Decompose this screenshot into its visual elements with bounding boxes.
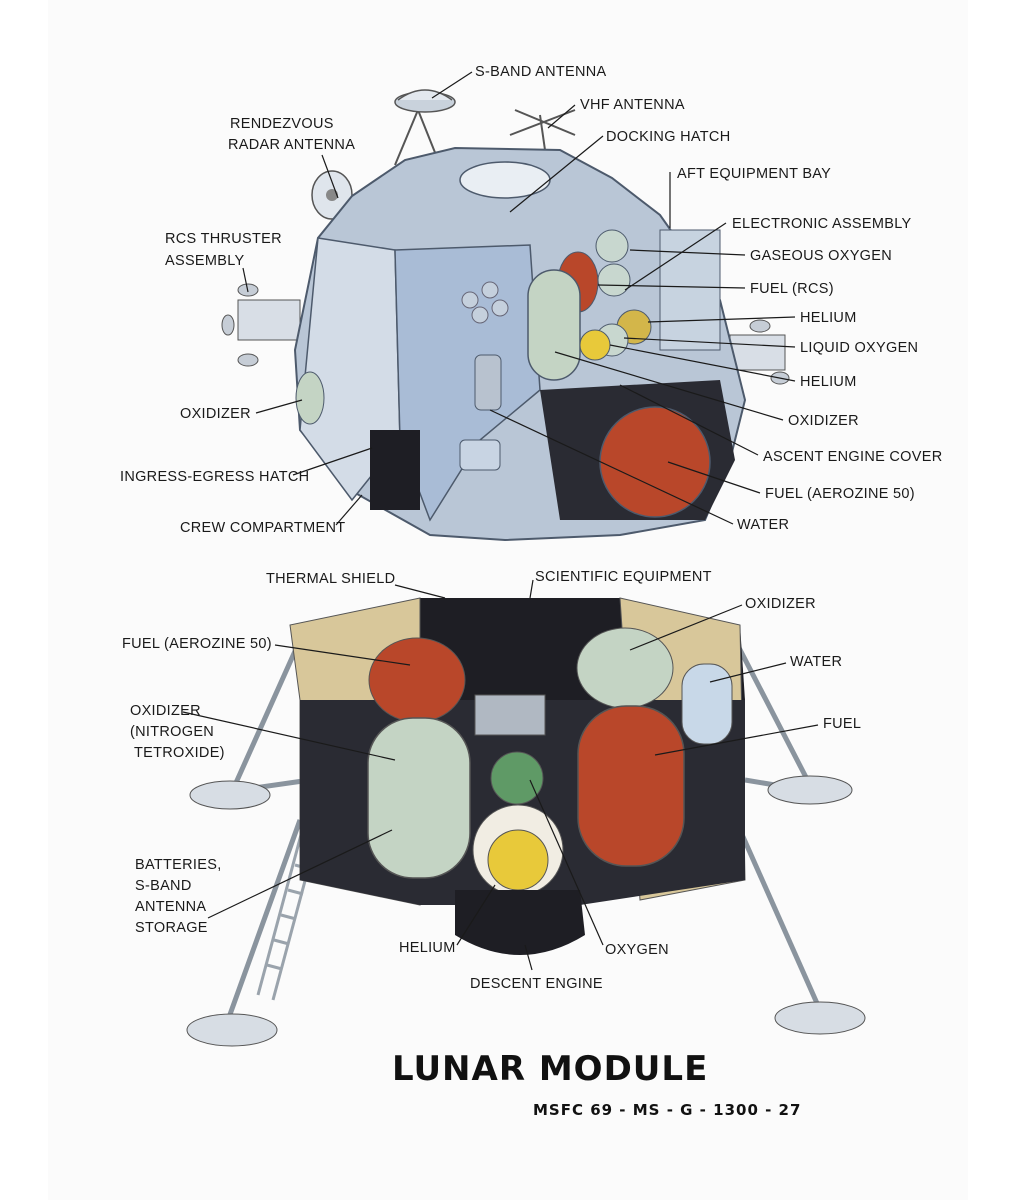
- label-oxidizer-nitrogen-tetroxide: OXIDIZER (NITROGEN TETROXIDE): [130, 703, 225, 761]
- docking-hatch-opening: [459, 161, 551, 199]
- ingress-hatch-opening: [370, 430, 420, 510]
- helium-tank-2: [579, 329, 611, 361]
- label-ascent-engine-cover: ASCENT ENGINE COVER: [763, 449, 942, 465]
- label-ingress-egress-hatch: INGRESS-EGRESS HATCH: [120, 469, 309, 485]
- label-helium-2: HELIUM: [800, 374, 857, 390]
- descent-oxygen-tank: [490, 751, 544, 805]
- footpad-left-lower: [186, 1013, 278, 1047]
- label-water-descent: WATER: [790, 654, 842, 670]
- label-helium-1: HELIUM: [800, 310, 857, 326]
- label-scientific-equipment: SCIENTIFIC EQUIPMENT: [535, 569, 712, 585]
- descent-fuel-aerozine-tank: [368, 637, 466, 723]
- label-oxygen-descent: OXYGEN: [605, 942, 669, 958]
- descent-fuel-tank: [577, 705, 685, 867]
- page-title: LUNAR MODULE: [392, 1049, 708, 1089]
- label-water-ascent: WATER: [737, 517, 789, 533]
- label-gaseous-oxygen: GASEOUS OXYGEN: [750, 248, 892, 264]
- ascent-labels: S-BAND ANTENNA VHF ANTENNA RENDEZVOUS RA…: [120, 64, 942, 536]
- label-s-band-antenna: S-BAND ANTENNA: [475, 64, 607, 80]
- label-fuel-rcs: FUEL (RCS): [750, 281, 834, 297]
- label-vhf-antenna: VHF ANTENNA: [580, 97, 685, 113]
- s-band-antenna-dish: [394, 89, 456, 166]
- label-fuel-aerozine-50-descent: FUEL (AEROZINE 50): [122, 636, 272, 652]
- descent-labels: THERMAL SHIELD SCIENTIFIC EQUIPMENT OXID…: [122, 569, 861, 992]
- descent-engine-bell: [455, 890, 585, 955]
- ascent-engine-cover-cylinder: [474, 354, 502, 411]
- gaseous-oxygen-tank: [595, 229, 629, 263]
- label-fuel-aerozine-50-ascent: FUEL (AEROZINE 50): [765, 486, 915, 502]
- ascent-water-tank: [459, 439, 501, 471]
- label-rendezvous-radar-antenna: RENDEZVOUS RADAR ANTENNA: [228, 116, 355, 153]
- label-helium-descent: HELIUM: [399, 940, 456, 956]
- leader-lines: [182, 71, 819, 971]
- control-gauges: [461, 281, 509, 324]
- label-rcs-thruster-assembly: RCS THRUSTER ASSEMBLY: [165, 231, 286, 269]
- descent-oxidizer-tank-upper: [576, 627, 674, 709]
- aft-equipment-bay-panel: [659, 229, 721, 351]
- label-liquid-oxygen: LIQUID OXYGEN: [800, 340, 918, 356]
- descent-water-tank: [681, 663, 733, 745]
- ascent-stage: [221, 89, 790, 542]
- footpad-right-lower: [774, 1001, 866, 1035]
- label-batteries-s-band-antenna-storage: BATTERIES, S-BAND ANTENNA STORAGE: [135, 857, 226, 936]
- scientific-equipment-box: [474, 694, 546, 736]
- descent-stage: [186, 597, 866, 1047]
- label-docking-hatch: DOCKING HATCH: [606, 129, 730, 145]
- label-oxidizer-right: OXIDIZER: [788, 413, 859, 429]
- label-oxidizer-left: OXIDIZER: [180, 406, 251, 422]
- oxidizer-rcs-tank: [527, 269, 581, 381]
- label-crew-compartment: CREW COMPARTMENT: [180, 520, 345, 536]
- footpad-right-upper: [767, 775, 853, 805]
- label-oxidizer-descent: OXIDIZER: [745, 596, 816, 612]
- gaseous-oxygen-tank-2: [597, 263, 631, 297]
- footpad-left-upper: [189, 780, 271, 810]
- label-fuel-descent: FUEL: [823, 716, 861, 732]
- label-descent-engine: DESCENT ENGINE: [470, 976, 603, 992]
- catalog-code: MSFC 69 - MS - G - 1300 - 27: [533, 1101, 801, 1119]
- ascent-fuel-aerozine-tank: [599, 406, 711, 518]
- label-aft-equipment-bay: AFT EQUIPMENT BAY: [677, 166, 831, 182]
- oxidizer-nitrogen-tetroxide-tank: [367, 717, 471, 879]
- label-electronic-assembly: ELECTRONIC ASSEMBLY: [732, 216, 912, 232]
- rcs-thruster-quad: [221, 283, 301, 367]
- descent-helium-tank-core: [487, 829, 549, 891]
- ascent-oxidizer-tank: [295, 371, 325, 425]
- label-thermal-shield: THERMAL SHIELD: [266, 571, 395, 587]
